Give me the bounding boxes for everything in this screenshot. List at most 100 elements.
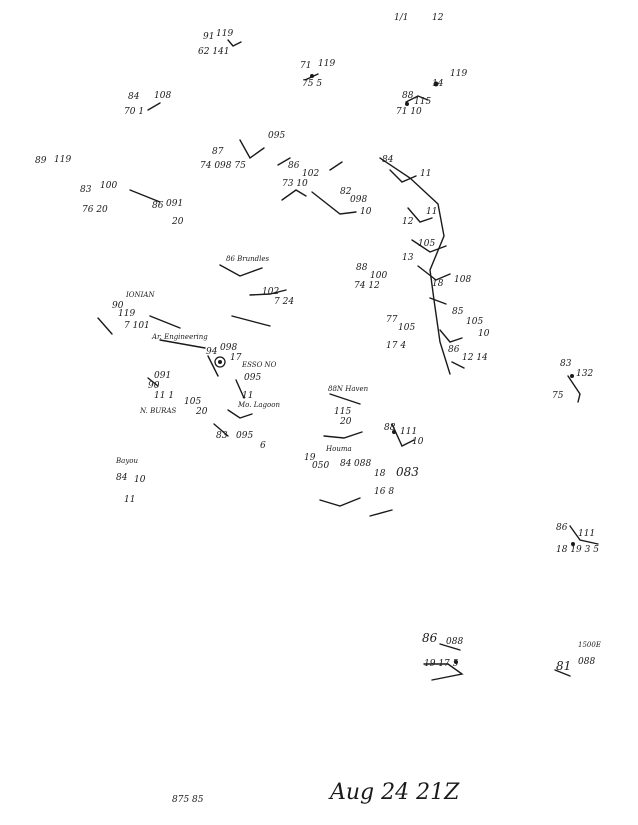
station-label: 12: [432, 13, 444, 23]
station-extra: 11: [242, 391, 254, 401]
station-name: 88N Haven: [328, 385, 369, 393]
station-temp: 90: [112, 301, 124, 311]
station-pressure: 119: [118, 309, 136, 319]
station-extra: 1500E: [578, 641, 601, 649]
front-line: [451, 361, 465, 369]
station-pressure: 091: [154, 371, 172, 381]
station-pressure: 102: [302, 169, 320, 179]
station-temp: 86: [422, 631, 438, 645]
front-line: [429, 297, 447, 305]
front-line: [407, 207, 433, 223]
wind-barb: [281, 189, 307, 201]
wind-barb: [147, 377, 159, 387]
station-extra: 18: [374, 469, 386, 479]
station-extra: 62 141: [198, 47, 230, 57]
wind-barb: [129, 189, 161, 203]
station-extra: 10: [478, 329, 490, 339]
wind-barb: [159, 339, 206, 349]
wind-barb: [97, 317, 113, 335]
station-temp: 86: [288, 161, 300, 171]
station-pressure: 13: [402, 253, 414, 263]
station-pressure: 10: [134, 475, 146, 485]
station-extra: 16 8: [374, 487, 395, 497]
front-line: [417, 265, 451, 281]
station-temp: 89: [35, 156, 47, 166]
corner-note: 875 85: [172, 795, 204, 805]
station-extra: 7 24: [274, 297, 295, 307]
wind-barb: [235, 379, 245, 399]
station-name: Houma: [326, 445, 352, 453]
station-extra: 17: [230, 353, 242, 363]
station-extra: 76 20: [82, 205, 108, 215]
station-pressure: 100: [370, 271, 388, 281]
station-label: 1/1: [394, 13, 409, 23]
station-temp: 87: [212, 147, 224, 157]
station-pressure: 111: [578, 529, 596, 539]
station-pressure: 100: [100, 181, 118, 191]
station-pressure: 108: [454, 275, 472, 285]
station-name: IONIAN: [126, 291, 155, 299]
wind-barb: [569, 525, 599, 545]
station-pressure: 095: [244, 373, 262, 383]
station-extra: 70 1: [124, 107, 145, 117]
station-pressure: 119: [216, 29, 234, 39]
station-pressure: 088: [354, 459, 372, 469]
station-extra: 6: [260, 441, 266, 451]
station-pressure: 088: [578, 657, 596, 667]
station-extra: 7 101: [124, 321, 150, 331]
front-line: [389, 169, 417, 183]
station-extra: 71 10: [396, 107, 422, 117]
station-temp: 83: [216, 431, 228, 441]
station-pressure: 098: [350, 195, 368, 205]
wind-barb: [249, 289, 287, 296]
station-name: 86 Brundles: [226, 255, 270, 263]
station-extra: 18: [432, 279, 444, 289]
station-extra: 19 17 5: [424, 659, 459, 669]
wind-barb: [323, 431, 363, 439]
wind-barb: [227, 39, 242, 47]
station-temp: 71: [300, 61, 312, 71]
station-extra: 10: [412, 437, 424, 447]
station-pressure: 091: [166, 199, 184, 209]
station-pressure: 111: [400, 427, 418, 437]
station-pressure: 119: [318, 59, 336, 69]
station-extra: 18 19 3 5: [556, 545, 599, 555]
station-temp: 94: [206, 347, 218, 357]
station-extra: 73 10: [282, 179, 308, 189]
station-pressure: 105: [184, 397, 202, 407]
station-pressure: 115: [414, 97, 432, 107]
station-temp: 86: [448, 345, 460, 355]
station-extra: 20: [196, 407, 208, 417]
station-temp: 77: [386, 315, 398, 325]
wind-barb: [423, 663, 464, 681]
date-stamp: Aug 24 21Z: [330, 780, 460, 805]
front-line: [379, 157, 451, 375]
station-temp: 86: [152, 201, 164, 211]
station-pressure: 098: [220, 343, 238, 353]
wind-barb: [567, 375, 581, 403]
station-pressure: 083: [396, 465, 419, 479]
wind-barb: [213, 423, 229, 437]
station-pressure: 095: [268, 131, 286, 141]
station-temp: 88: [356, 263, 368, 273]
wind-barb: [277, 157, 291, 166]
station-extra: 74 098 75: [200, 161, 246, 171]
station-pressure: 105: [398, 323, 416, 333]
station-extra: 20: [340, 417, 352, 427]
station-temp: 83: [80, 185, 92, 195]
station-temp: 84: [128, 92, 140, 102]
wind-barb: [439, 643, 461, 651]
wind-barb: [311, 191, 357, 215]
wind-barb: [319, 497, 361, 507]
station-extra: 10: [360, 207, 372, 217]
wind-barb: [231, 315, 271, 327]
station-extra: 11: [420, 169, 432, 179]
station-temp: 88: [384, 423, 396, 433]
wind-barb: [239, 139, 265, 160]
station-temp: 84: [382, 155, 394, 165]
station-extra: 20: [172, 217, 184, 227]
station-extra: 74 12: [354, 281, 380, 291]
station-pressure: 095: [236, 431, 254, 441]
station-pressure: 050: [312, 461, 330, 471]
